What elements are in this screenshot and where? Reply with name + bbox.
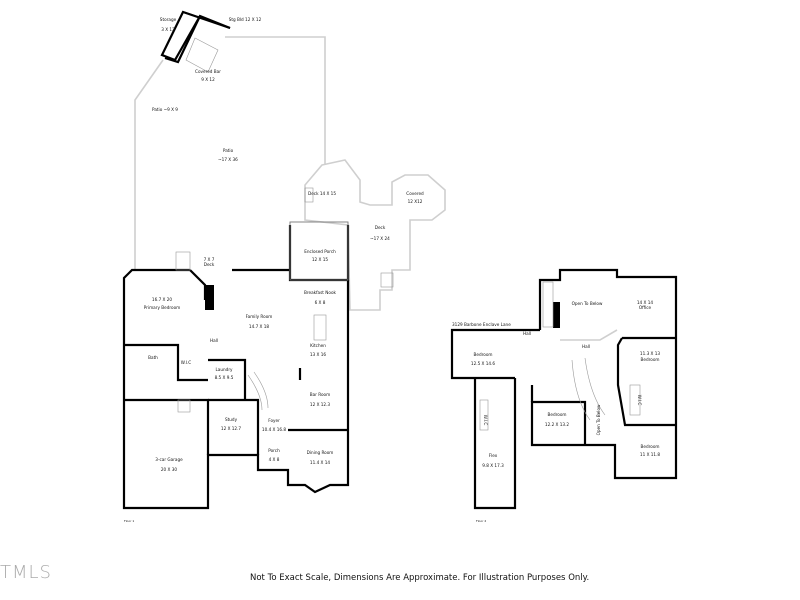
room-size: 12.5 X 14.6 [471, 361, 496, 366]
room-size: 20 X 30 [161, 467, 178, 472]
room-name: 16.7 X 20 [152, 297, 173, 302]
room-size: 14.7 X 18 [249, 324, 270, 329]
room-name: Covered Bar [195, 69, 221, 74]
room-size: 12 X 15 [312, 257, 329, 262]
room-size: ~17 X 36 [218, 157, 238, 162]
room-name: Kitchen [310, 343, 326, 348]
room-size: 11.4 X 14 [310, 460, 331, 465]
room-name: Laundry [215, 367, 233, 372]
room-size: 12 X12 [408, 199, 423, 204]
room-name: Deck [375, 225, 386, 230]
room-name: Patio [223, 148, 234, 153]
room-size: ~17 X 24 [370, 236, 390, 241]
floor2-walls [450, 268, 678, 510]
room-name: Dining Room [307, 450, 334, 455]
room-name: W.I.C [637, 395, 642, 406]
room-size: 11 X 11.8 [640, 452, 661, 457]
room-name: Deck 14 X 15 [308, 191, 336, 196]
room-name: Breakfast Nook [304, 290, 337, 295]
room-name: Family Room [246, 314, 273, 319]
room-name: Flex [489, 453, 498, 458]
floor1-caption: Floor 1 [124, 519, 134, 523]
room-name: 3-car Garage [155, 457, 183, 462]
floor2-labels: 3129 Barbone Enclave Lane Open To Below … [452, 300, 660, 523]
floor1-labels: Storage 3 X 12 Stg Bld 12 X 12 Covered B… [124, 17, 424, 523]
room-size: 10.4 X 16.8 [262, 427, 287, 432]
address-label: 3129 Barbone Enclave Lane [452, 322, 511, 327]
room-size: 4 X 8 [269, 457, 280, 462]
room-name: Bedroom [548, 412, 567, 417]
room-size: 12 X 12.3 [310, 402, 331, 407]
room-name: Foyer [268, 418, 280, 423]
room-name: 14 X 14 [637, 300, 654, 305]
room-size: 3 X 12 [161, 27, 175, 32]
room-name: Study [225, 417, 238, 422]
storage-walls [164, 14, 231, 64]
mls-logo: TMLS [0, 562, 52, 583]
room-name: W.I.C [181, 360, 192, 365]
room-name: Hall [582, 344, 590, 349]
room-name: Stg Bld 12 X 12 [229, 17, 262, 22]
room-name: Bath [148, 355, 158, 360]
floor1-walls [122, 221, 350, 510]
room-size: Office [639, 305, 652, 310]
room-name: 11.3 X 13 [640, 351, 661, 356]
room-name: Enclosed Porch [304, 249, 336, 254]
room-name: Hall [210, 338, 218, 343]
room-name: Bedroom [641, 444, 660, 449]
room-size: 8.5 X 9.5 [215, 375, 234, 380]
room-name: Patio ~9 X 9 [152, 107, 178, 112]
disclaimer-text: Not To Exact Scale, Dimensions Are Appro… [250, 573, 590, 583]
room-name: Open To Below [596, 404, 601, 435]
room-size: 12 X 12.7 [221, 426, 242, 431]
floor2-caption: Floor 2 [476, 519, 486, 523]
room-name: Storage [160, 17, 177, 22]
room-size: 12.2 X 13.2 [545, 422, 570, 427]
room-name: Porch [268, 448, 280, 453]
room-size: 6 X 8 [315, 300, 326, 305]
room-size: Bedroom [641, 357, 660, 362]
room-name: 7 X 7 [204, 257, 215, 262]
room-name: Bar Room [310, 392, 330, 397]
floor1-outdoor [134, 36, 446, 311]
room-size: 9 X 12 [201, 77, 215, 82]
room-name: Covered [406, 191, 424, 196]
room-name: Hall [523, 331, 531, 336]
room-size: 13 X 16 [310, 352, 327, 357]
room-size: Deck [204, 262, 215, 267]
room-name: Open To Below [572, 301, 603, 306]
room-name: W.I.C [483, 415, 488, 426]
room-size: Primary Bedroom [144, 305, 180, 310]
room-name: Bedroom [474, 352, 493, 357]
room-size: 9.8 X 17.3 [482, 463, 504, 468]
